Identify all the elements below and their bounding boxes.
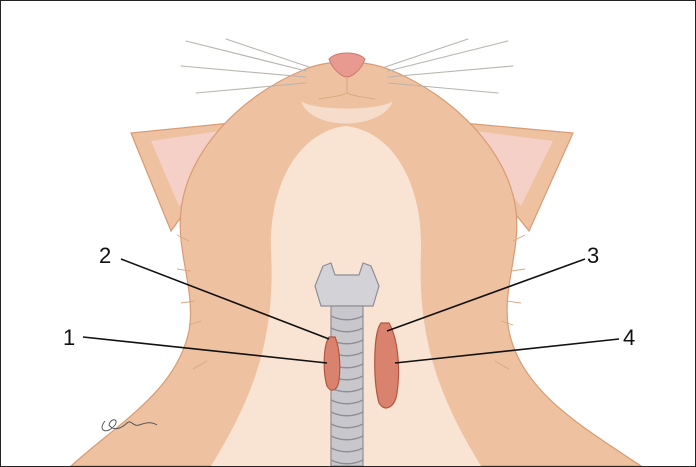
- whisker-right: [385, 39, 468, 67]
- callout-label-1: 1: [63, 325, 75, 350]
- callout-label-2: 2: [99, 243, 111, 268]
- callout-label-3: 3: [587, 243, 599, 268]
- callout-label-4: 4: [623, 325, 635, 350]
- whisker-right: [388, 66, 513, 77]
- whisker-left: [181, 66, 306, 77]
- whisker-left: [226, 39, 309, 67]
